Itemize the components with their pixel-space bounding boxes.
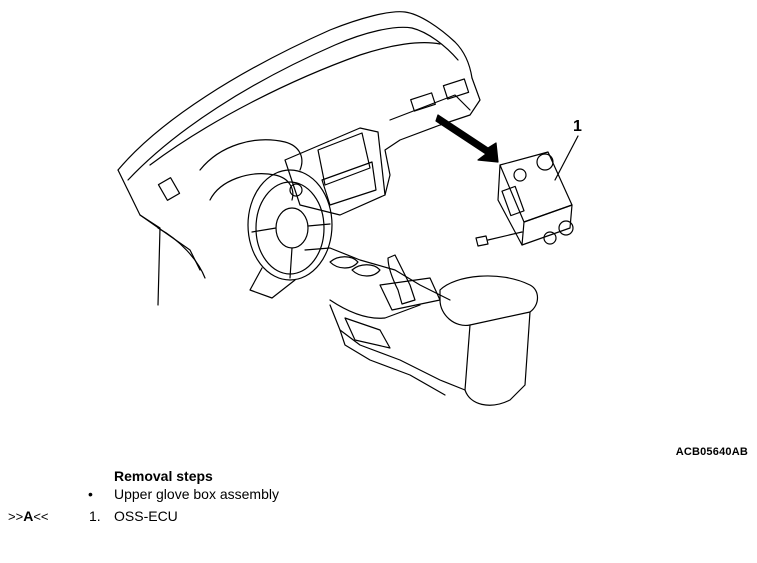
- steering-wheel-inner: [255, 181, 325, 275]
- steering-badge: [289, 183, 303, 197]
- ref-suffix: <<: [33, 509, 49, 524]
- reference-mark: >>A<<: [8, 508, 49, 524]
- steering-wheel-outer: [247, 169, 333, 281]
- armrest-top: [439, 275, 539, 327]
- dash-left-side: [117, 169, 161, 306]
- steering-column: [249, 267, 296, 299]
- callout-number-1: 1: [573, 118, 582, 135]
- figure-code: ACB05640AB: [675, 446, 748, 458]
- cluster-face: [209, 173, 294, 201]
- center-panel: [321, 161, 377, 206]
- screw: [475, 235, 489, 247]
- ecu-face: [497, 164, 525, 246]
- steering-spoke-left: [251, 227, 277, 233]
- console-tunnel: [329, 299, 421, 319]
- step-label: OSS-ECU: [114, 508, 178, 524]
- dash-left-panel: [139, 214, 201, 271]
- left-door-edge: [157, 227, 206, 279]
- removal-step-row: • Upper glove box assembly: [0, 486, 400, 506]
- bullet-marker: •: [88, 486, 93, 502]
- armrest-front: [464, 311, 531, 406]
- left-vent: [157, 177, 181, 201]
- ecu-connector: [501, 185, 525, 217]
- steering-spoke-bottom: [289, 247, 293, 279]
- dash-defrost-edge: [149, 42, 441, 166]
- ecu-mount-4: [513, 168, 527, 182]
- dash-right-face: [384, 77, 481, 196]
- console-pocket: [344, 317, 391, 349]
- step-number: 1.: [89, 508, 101, 524]
- ecu-mount-3: [543, 231, 557, 245]
- removal-step-row: >>A<< 1. OSS-ECU: [0, 508, 400, 528]
- ecu-mount-2: [558, 220, 574, 236]
- ecu-bracket: [410, 92, 436, 112]
- cupholder: [329, 256, 359, 269]
- glovebox-top: [389, 94, 471, 121]
- ecu-bottom: [521, 204, 573, 246]
- screw-line: [487, 231, 523, 241]
- callout-leader: [554, 135, 579, 181]
- console-side: [339, 329, 446, 396]
- dash-top-inner: [127, 26, 459, 181]
- shift-boot: [379, 277, 441, 311]
- steering-spoke-right: [307, 223, 331, 227]
- ecu-mount-1: [536, 153, 554, 171]
- steering-hub: [275, 207, 309, 249]
- cupholder-2: [351, 264, 381, 277]
- console-front: [304, 247, 451, 301]
- center-screen: [317, 132, 371, 186]
- ecu-body: [499, 151, 573, 223]
- cluster-hood: [199, 139, 303, 171]
- pointer-arrow: [435, 114, 499, 163]
- lower-console: [329, 304, 466, 391]
- removal-steps-title: Removal steps: [114, 468, 213, 484]
- dashboard-drawing: [117, 11, 579, 406]
- step-label: Upper glove box assembly: [114, 486, 279, 502]
- dashboard-illustration: [117, 11, 579, 406]
- ref-prefix: >>: [8, 509, 24, 524]
- vent-right: [442, 78, 470, 100]
- center-stack: [284, 127, 386, 216]
- dash-top-outline: [117, 11, 473, 171]
- shift-lever: [387, 254, 416, 305]
- ref-letter: A: [23, 508, 34, 524]
